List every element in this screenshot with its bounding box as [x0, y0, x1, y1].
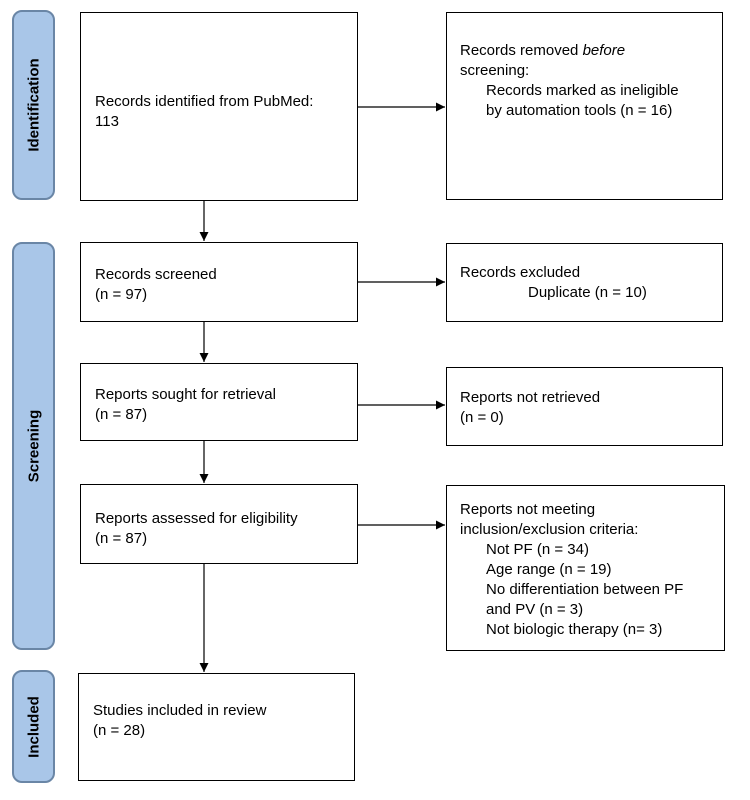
studies-included-box: Studies included in review (n = 28): [78, 673, 355, 781]
records-identified-label: Records identified from PubMed:: [95, 93, 314, 110]
exclusion-reason-3: No differentiation between PF: [486, 581, 684, 598]
records-screened-label: Records screened: [95, 266, 217, 283]
exclusion-reason-2: Age range (n = 19): [486, 561, 612, 578]
exclusion-reason-3-continued: and PV (n = 3): [486, 601, 584, 618]
reports-not-retrieved-box: Reports not retrieved (n = 0): [446, 367, 723, 446]
reports-assessed-label: Reports assessed for eligibility: [95, 510, 298, 527]
records-removed-detail-1: Records marked as ineligible: [486, 82, 679, 99]
reports-assessed-box: Reports assessed for eligibility (n = 87…: [80, 484, 358, 564]
reports-sought-label: Reports sought for retrieval: [95, 386, 276, 403]
phase-screening: Screening: [12, 242, 55, 650]
records-removed-heading-line2: screening:: [460, 62, 530, 79]
records-removed-heading: Records removed before: [460, 42, 626, 59]
exclusion-reason-1: Not PF (n = 34): [486, 541, 589, 558]
reports-not-meeting-box: Reports not meeting inclusion/exclusion …: [446, 485, 725, 651]
records-excluded-detail: Duplicate (n = 10): [528, 284, 647, 301]
reports-not-retrieved-label: Reports not retrieved: [460, 389, 601, 406]
reports-sought-box: Reports sought for retrieval (n = 87): [80, 363, 358, 441]
exclusion-reason-4: Not biologic therapy (n= 3): [486, 621, 663, 638]
phase-included: Included: [12, 670, 55, 783]
records-screened-count: (n = 97): [95, 286, 148, 303]
records-removed-box: Records removed before screening: Record…: [446, 12, 723, 200]
reports-not-meeting-criteria: inclusion/exclusion criteria:: [460, 521, 639, 538]
records-identified-box: Records identified from PubMed: 113: [80, 12, 358, 201]
reports-sought-count: (n = 87): [95, 406, 148, 423]
phase-identification: Identification: [12, 10, 55, 200]
reports-assessed-count: (n = 87): [95, 530, 148, 547]
reports-not-meeting-label: Reports not meeting: [460, 501, 596, 518]
records-screened-box: Records screened (n = 97): [80, 242, 358, 322]
records-excluded-box: Records excluded Duplicate (n = 10): [446, 243, 723, 322]
studies-included-label: Studies included in review: [93, 702, 267, 719]
records-removed-detail-2: by automation tools (n = 16): [486, 102, 673, 119]
studies-included-count: (n = 28): [93, 722, 146, 739]
reports-not-retrieved-count: (n = 0): [460, 409, 504, 426]
records-removed-heading-emphasis: before: [582, 42, 626, 59]
records-excluded-label: Records excluded: [460, 264, 581, 281]
records-identified-count: 113: [95, 113, 119, 130]
